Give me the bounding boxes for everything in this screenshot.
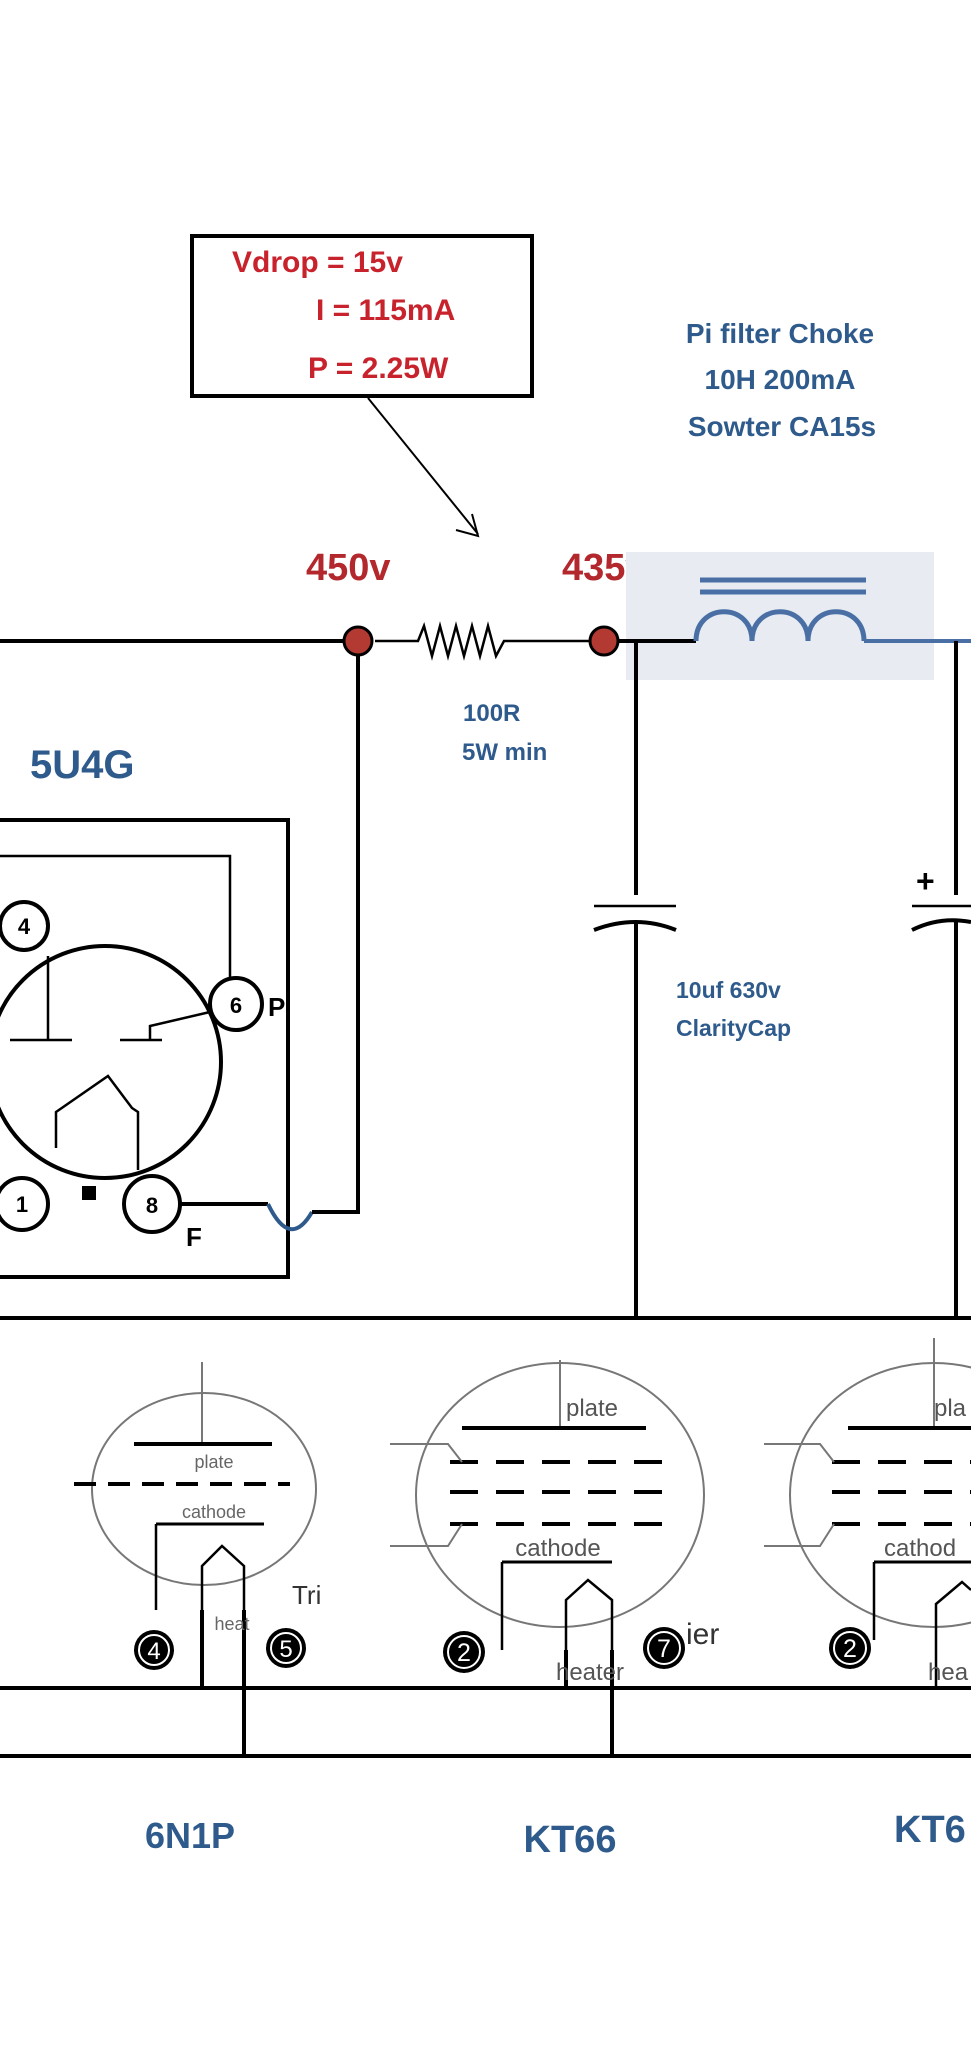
t1-name: 6N1P xyxy=(145,1815,235,1856)
t2-note: ier xyxy=(686,1618,719,1651)
rectifier-pin-8: 8 F xyxy=(122,1174,202,1252)
t2-cathode-label: cathode xyxy=(515,1535,600,1562)
svg-text:4: 4 xyxy=(18,914,31,939)
tube-kt66: plate cathode heater 2 7 ier KT66 xyxy=(390,1360,719,1861)
capacitor-brand: ClarityCap xyxy=(676,1015,791,1041)
t1-cathode-label: cathode xyxy=(182,1502,246,1522)
pin6-suffix: P xyxy=(268,992,285,1022)
capacitor-c1 xyxy=(593,641,677,1318)
capacitor-value: 10uf 630v xyxy=(676,977,781,1003)
current-text: I = 115mA xyxy=(316,294,455,327)
rectifier-name: 5U4G xyxy=(30,743,135,787)
choke-line-1: Pi filter Choke xyxy=(686,318,874,349)
t3-name: KT6 xyxy=(894,1809,966,1851)
svg-text:4: 4 xyxy=(147,1638,160,1665)
power-note-box: Vdrop = 15v I = 115mA P = 2.25W xyxy=(190,234,534,538)
t1-plate-label: plate xyxy=(194,1452,233,1472)
node-435v xyxy=(588,625,620,657)
note-arrow xyxy=(367,397,479,535)
t3-plate-label: pla xyxy=(934,1395,967,1422)
ht-supply-line xyxy=(0,552,971,680)
svg-text:1: 1 xyxy=(16,1192,28,1217)
t2-plate-label: plate xyxy=(566,1395,618,1422)
t3-cathode-label: cathod xyxy=(884,1535,956,1562)
note-arrowhead xyxy=(455,513,480,538)
t2-heater-label: heater xyxy=(556,1659,624,1686)
choke-line-2: 10H 200mA xyxy=(705,364,856,395)
rectifier-pin-1: 1 xyxy=(0,1176,50,1232)
t1-pin-b: 5 xyxy=(266,1628,306,1668)
svg-text:2: 2 xyxy=(457,1639,471,1667)
svg-text:8: 8 xyxy=(146,1193,158,1218)
tube-kt6: pla cathod hea 2 KT6 xyxy=(764,1338,971,1851)
rectifier-pin-4: 4 xyxy=(0,900,50,952)
t1-heater-label: heat xyxy=(214,1614,249,1634)
voltage-450: 450v xyxy=(306,547,391,589)
power-text: P = 2.25W xyxy=(308,352,449,385)
tube-6n1p: plate cathode heat 4 5 Tri 6N1P xyxy=(74,1362,321,1856)
t3-pin-a: 2 xyxy=(829,1627,871,1669)
t2-pin-a: 2 xyxy=(443,1631,485,1673)
rectifier-pin-6: 6 P xyxy=(208,976,285,1032)
rectifier-tube: 4 6 P 1 8 F xyxy=(0,655,360,1279)
svg-text:7: 7 xyxy=(657,1635,671,1663)
pin8-suffix: F xyxy=(186,1222,202,1252)
svg-text:5: 5 xyxy=(279,1636,292,1663)
rectifier-envelope xyxy=(0,944,223,1180)
choke-coil xyxy=(693,609,867,642)
vdrop-text: Vdrop = 15v xyxy=(232,246,403,279)
t2-name: KT66 xyxy=(524,1819,617,1861)
resistor-symbol xyxy=(375,621,604,661)
choke-label: Pi filter Choke 10H 200mA Sowter CA15s xyxy=(686,318,876,442)
t1-note: Tri xyxy=(292,1580,321,1610)
svg-text:6: 6 xyxy=(230,993,242,1018)
capacitor-c2: + xyxy=(911,641,971,1318)
svg-text:2: 2 xyxy=(843,1635,857,1663)
node-450v xyxy=(342,625,374,657)
capacitor-plus-sign: + xyxy=(916,863,935,899)
t3-heater-label: hea xyxy=(928,1659,969,1686)
choke-shade xyxy=(626,552,934,680)
resistor-rating: 5W min xyxy=(462,739,547,766)
resistor-value: 100R xyxy=(463,700,520,727)
t2-pin-b: 7 xyxy=(643,1627,685,1669)
choke-line-3: Sowter CA15s xyxy=(688,411,876,442)
t1-pin-a: 4 xyxy=(134,1630,174,1670)
